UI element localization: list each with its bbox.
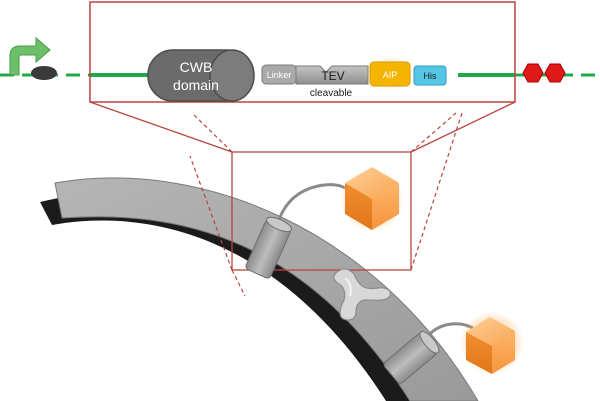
tev-label: TEV <box>321 69 344 83</box>
his-label: His <box>424 71 437 81</box>
linker-label: Linker <box>267 70 292 80</box>
promoter-arrow-icon <box>9 36 51 76</box>
cwb-anchor <box>383 330 440 384</box>
aip-domain: AIP <box>366 58 414 88</box>
aip-cube-icon <box>460 311 524 375</box>
aip-label: AIP <box>383 70 398 80</box>
aip-cube-icon <box>340 167 404 232</box>
tev-cleavable-label: cleavable <box>310 88 353 99</box>
terminator-icon <box>522 63 566 83</box>
cwb-domain: CWB domain <box>147 49 255 102</box>
inset-frame <box>231 151 412 271</box>
linker-tether <box>276 183 346 223</box>
zoom-callout-frame <box>89 1 516 297</box>
ribosome-binding-icon <box>31 66 57 80</box>
cwb-label-line1: CWB <box>180 59 213 75</box>
cell-wall <box>40 177 479 401</box>
his-tag: His <box>413 65 447 86</box>
cwb-anchor <box>245 216 293 279</box>
displayed-protein-upper <box>245 167 404 279</box>
linker-domain: Linker <box>261 64 297 85</box>
tev-protease-icon <box>333 268 391 321</box>
zoom-rectangle <box>89 1 516 103</box>
cell-wall-band <box>54 177 479 401</box>
displayed-protein-lower <box>383 311 524 384</box>
tev-cleavable-site: TEV cleavable <box>295 65 369 99</box>
cwb-label-line2: domain <box>173 77 219 93</box>
